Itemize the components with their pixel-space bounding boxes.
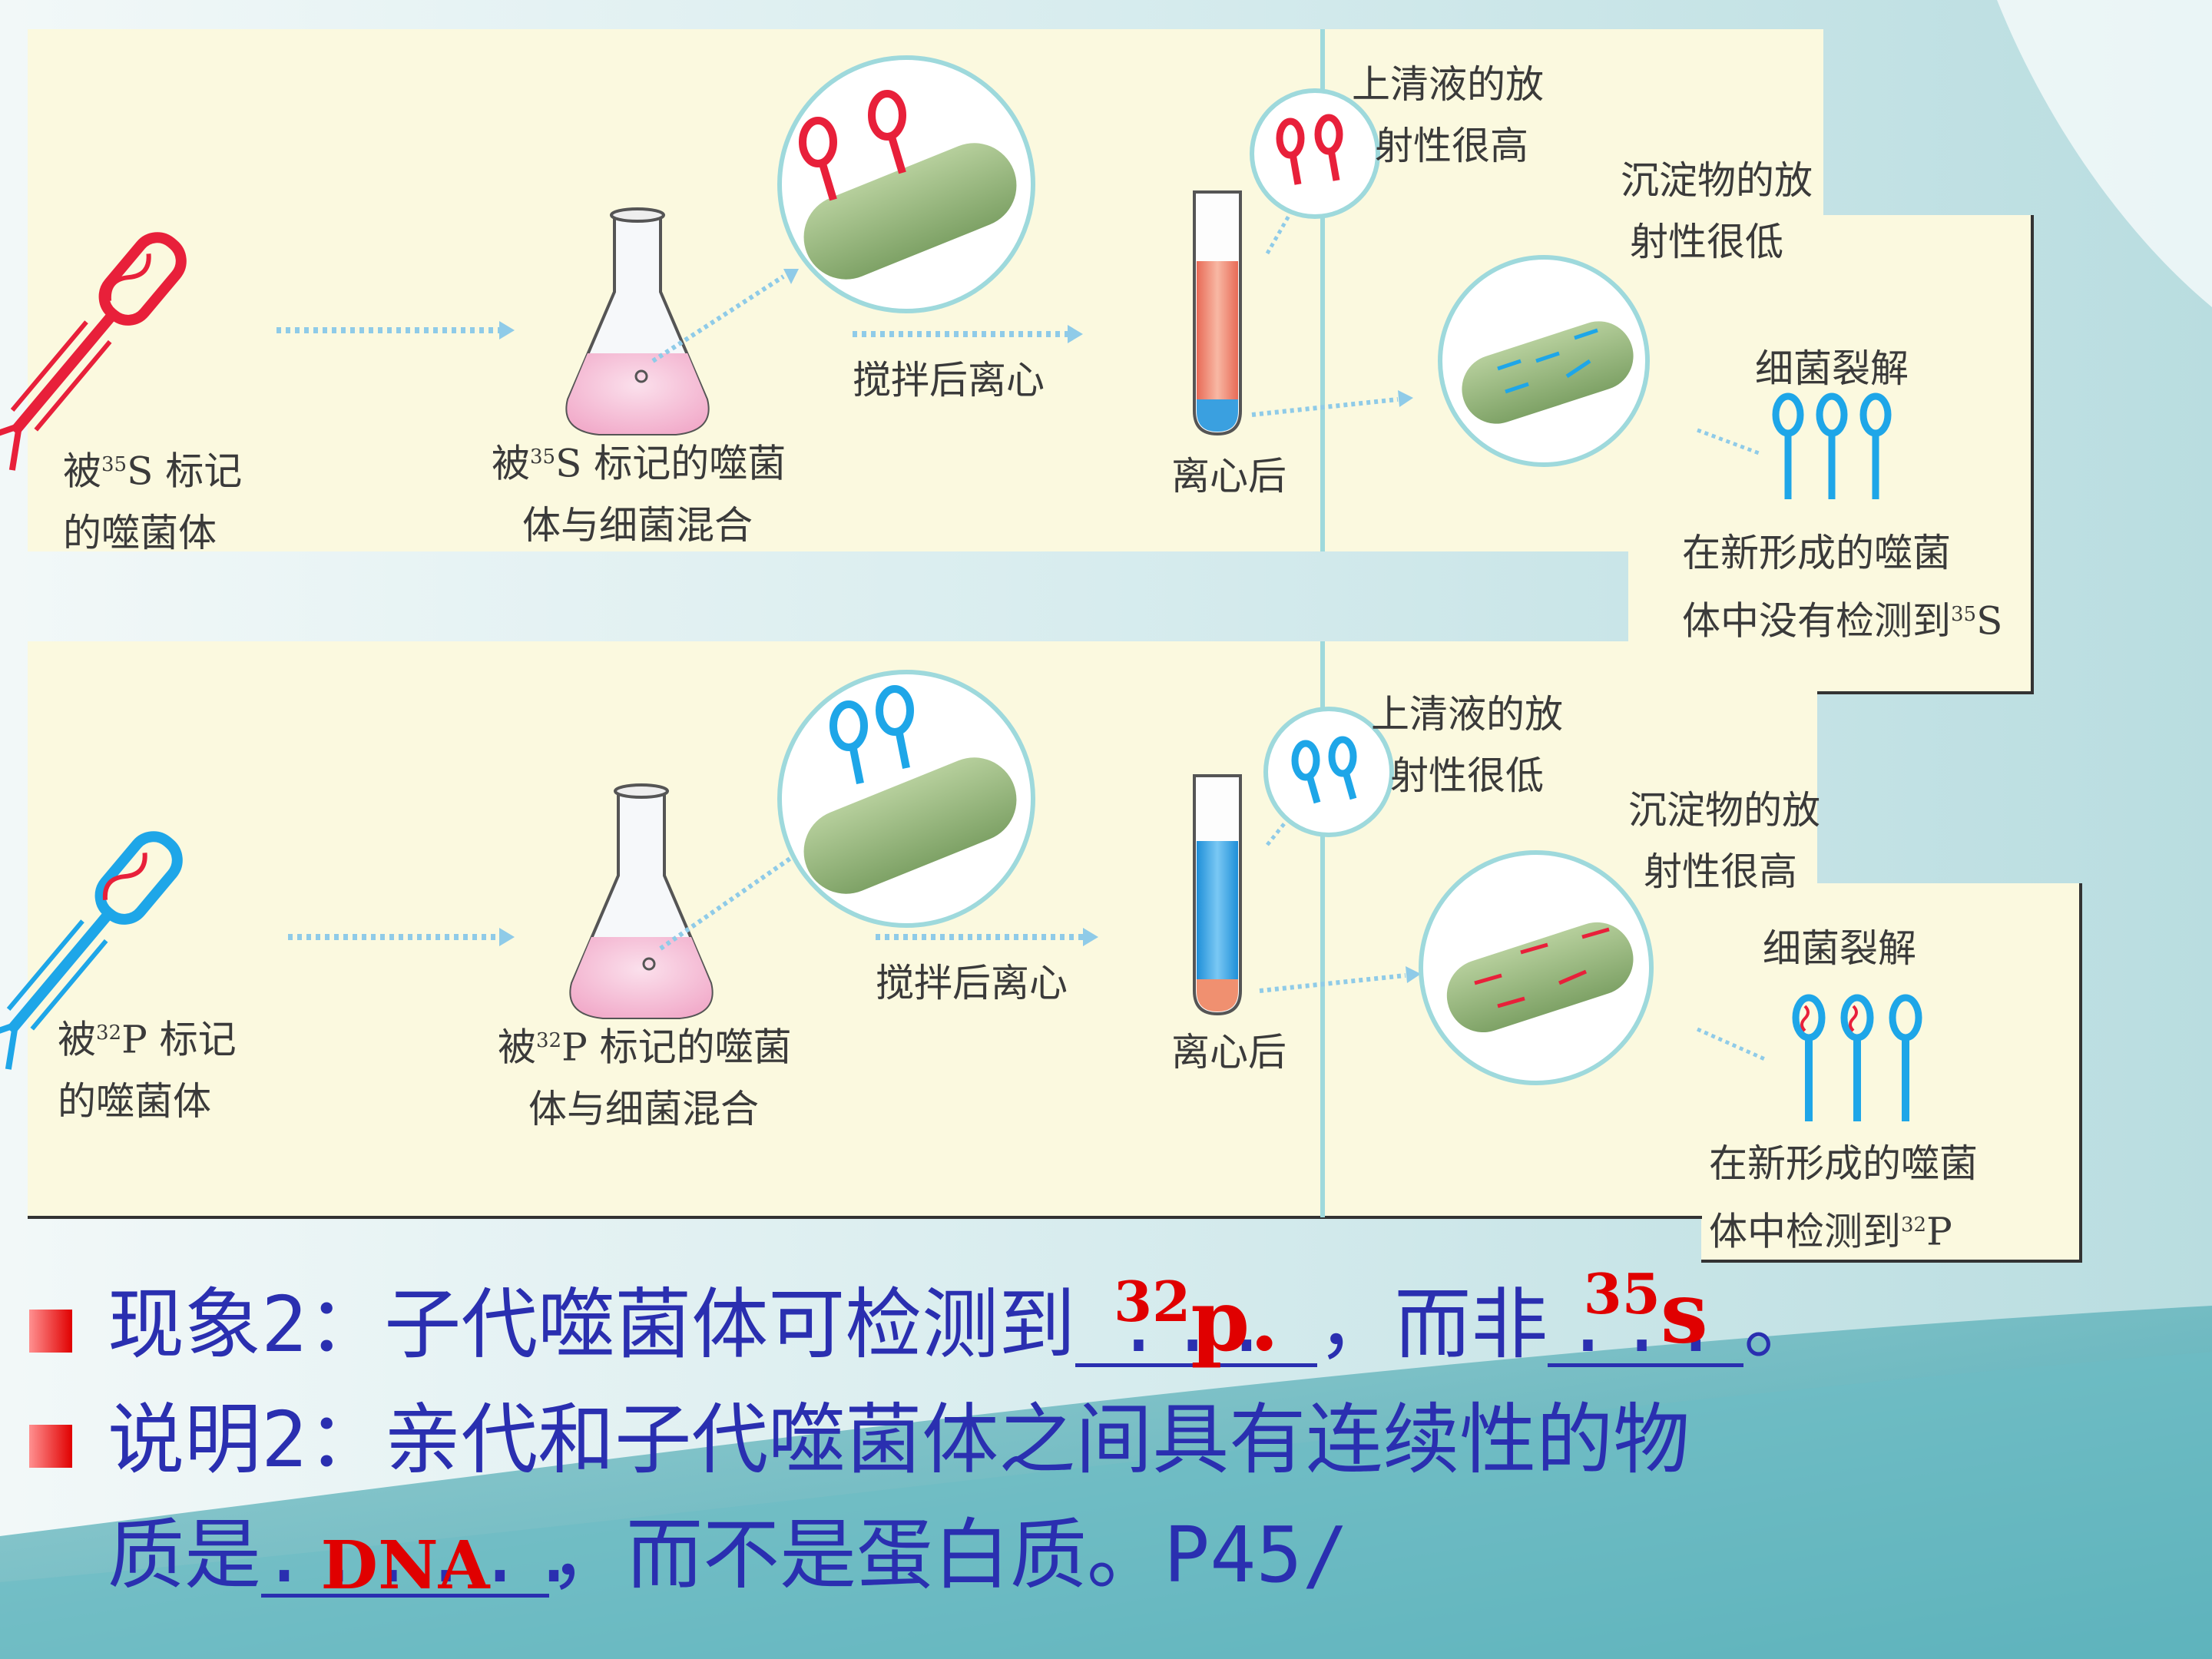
bullet-line-1: 现象2：子代噬菌体可检测到...32p.，而非...35s。 — [108, 1275, 1820, 1375]
sediment-zoom — [1421, 853, 1651, 1083]
bullet-line-2: 说明2：亲代和子代噬菌体之间具有连续性的物 — [108, 1390, 1690, 1490]
progeny-phages-labeled — [1796, 998, 1919, 1121]
answer-dna: DNA — [261, 1528, 549, 1604]
flask-icon — [571, 785, 711, 1018]
bullet-square-2 — [29, 1425, 72, 1468]
answer-blank-2: ...35s — [1548, 1286, 1743, 1367]
p32-supernatant-label: 上清液的放 射性很低 — [1371, 684, 1563, 806]
answer-35s: 35s — [1548, 1256, 1743, 1352]
p32-stir-label: 搅拌后离心 — [876, 952, 1068, 1014]
p32-phage-label: 被32P 标记 的噬菌体 — [58, 1002, 237, 1132]
centrifuge-tube-blue — [1194, 776, 1240, 1014]
bacterium-infection-zoom — [780, 672, 1033, 926]
p32-mix-label: 被32P 标记的噬菌 体与细菌混合 — [498, 1010, 792, 1140]
answer-blank-1: ...32p. — [1075, 1286, 1317, 1367]
answer-32p: 32p. — [1075, 1263, 1317, 1359]
p32-after-centrifuge-label: 离心后 — [1171, 1022, 1286, 1083]
p32-result-label: 在新形成的噬菌 体中检测到32P — [1709, 1133, 1978, 1263]
p32-lysis-label: 细菌裂解 — [1763, 918, 1916, 979]
bullet-line-3: 质是......DNA，而不是蛋白质。P45/ — [108, 1505, 1349, 1605]
answer-blank-3: ......DNA — [261, 1517, 549, 1598]
bullet-square-1 — [29, 1310, 72, 1353]
p32-sediment-label: 沉淀物的放 射性很高 — [1628, 780, 1820, 902]
